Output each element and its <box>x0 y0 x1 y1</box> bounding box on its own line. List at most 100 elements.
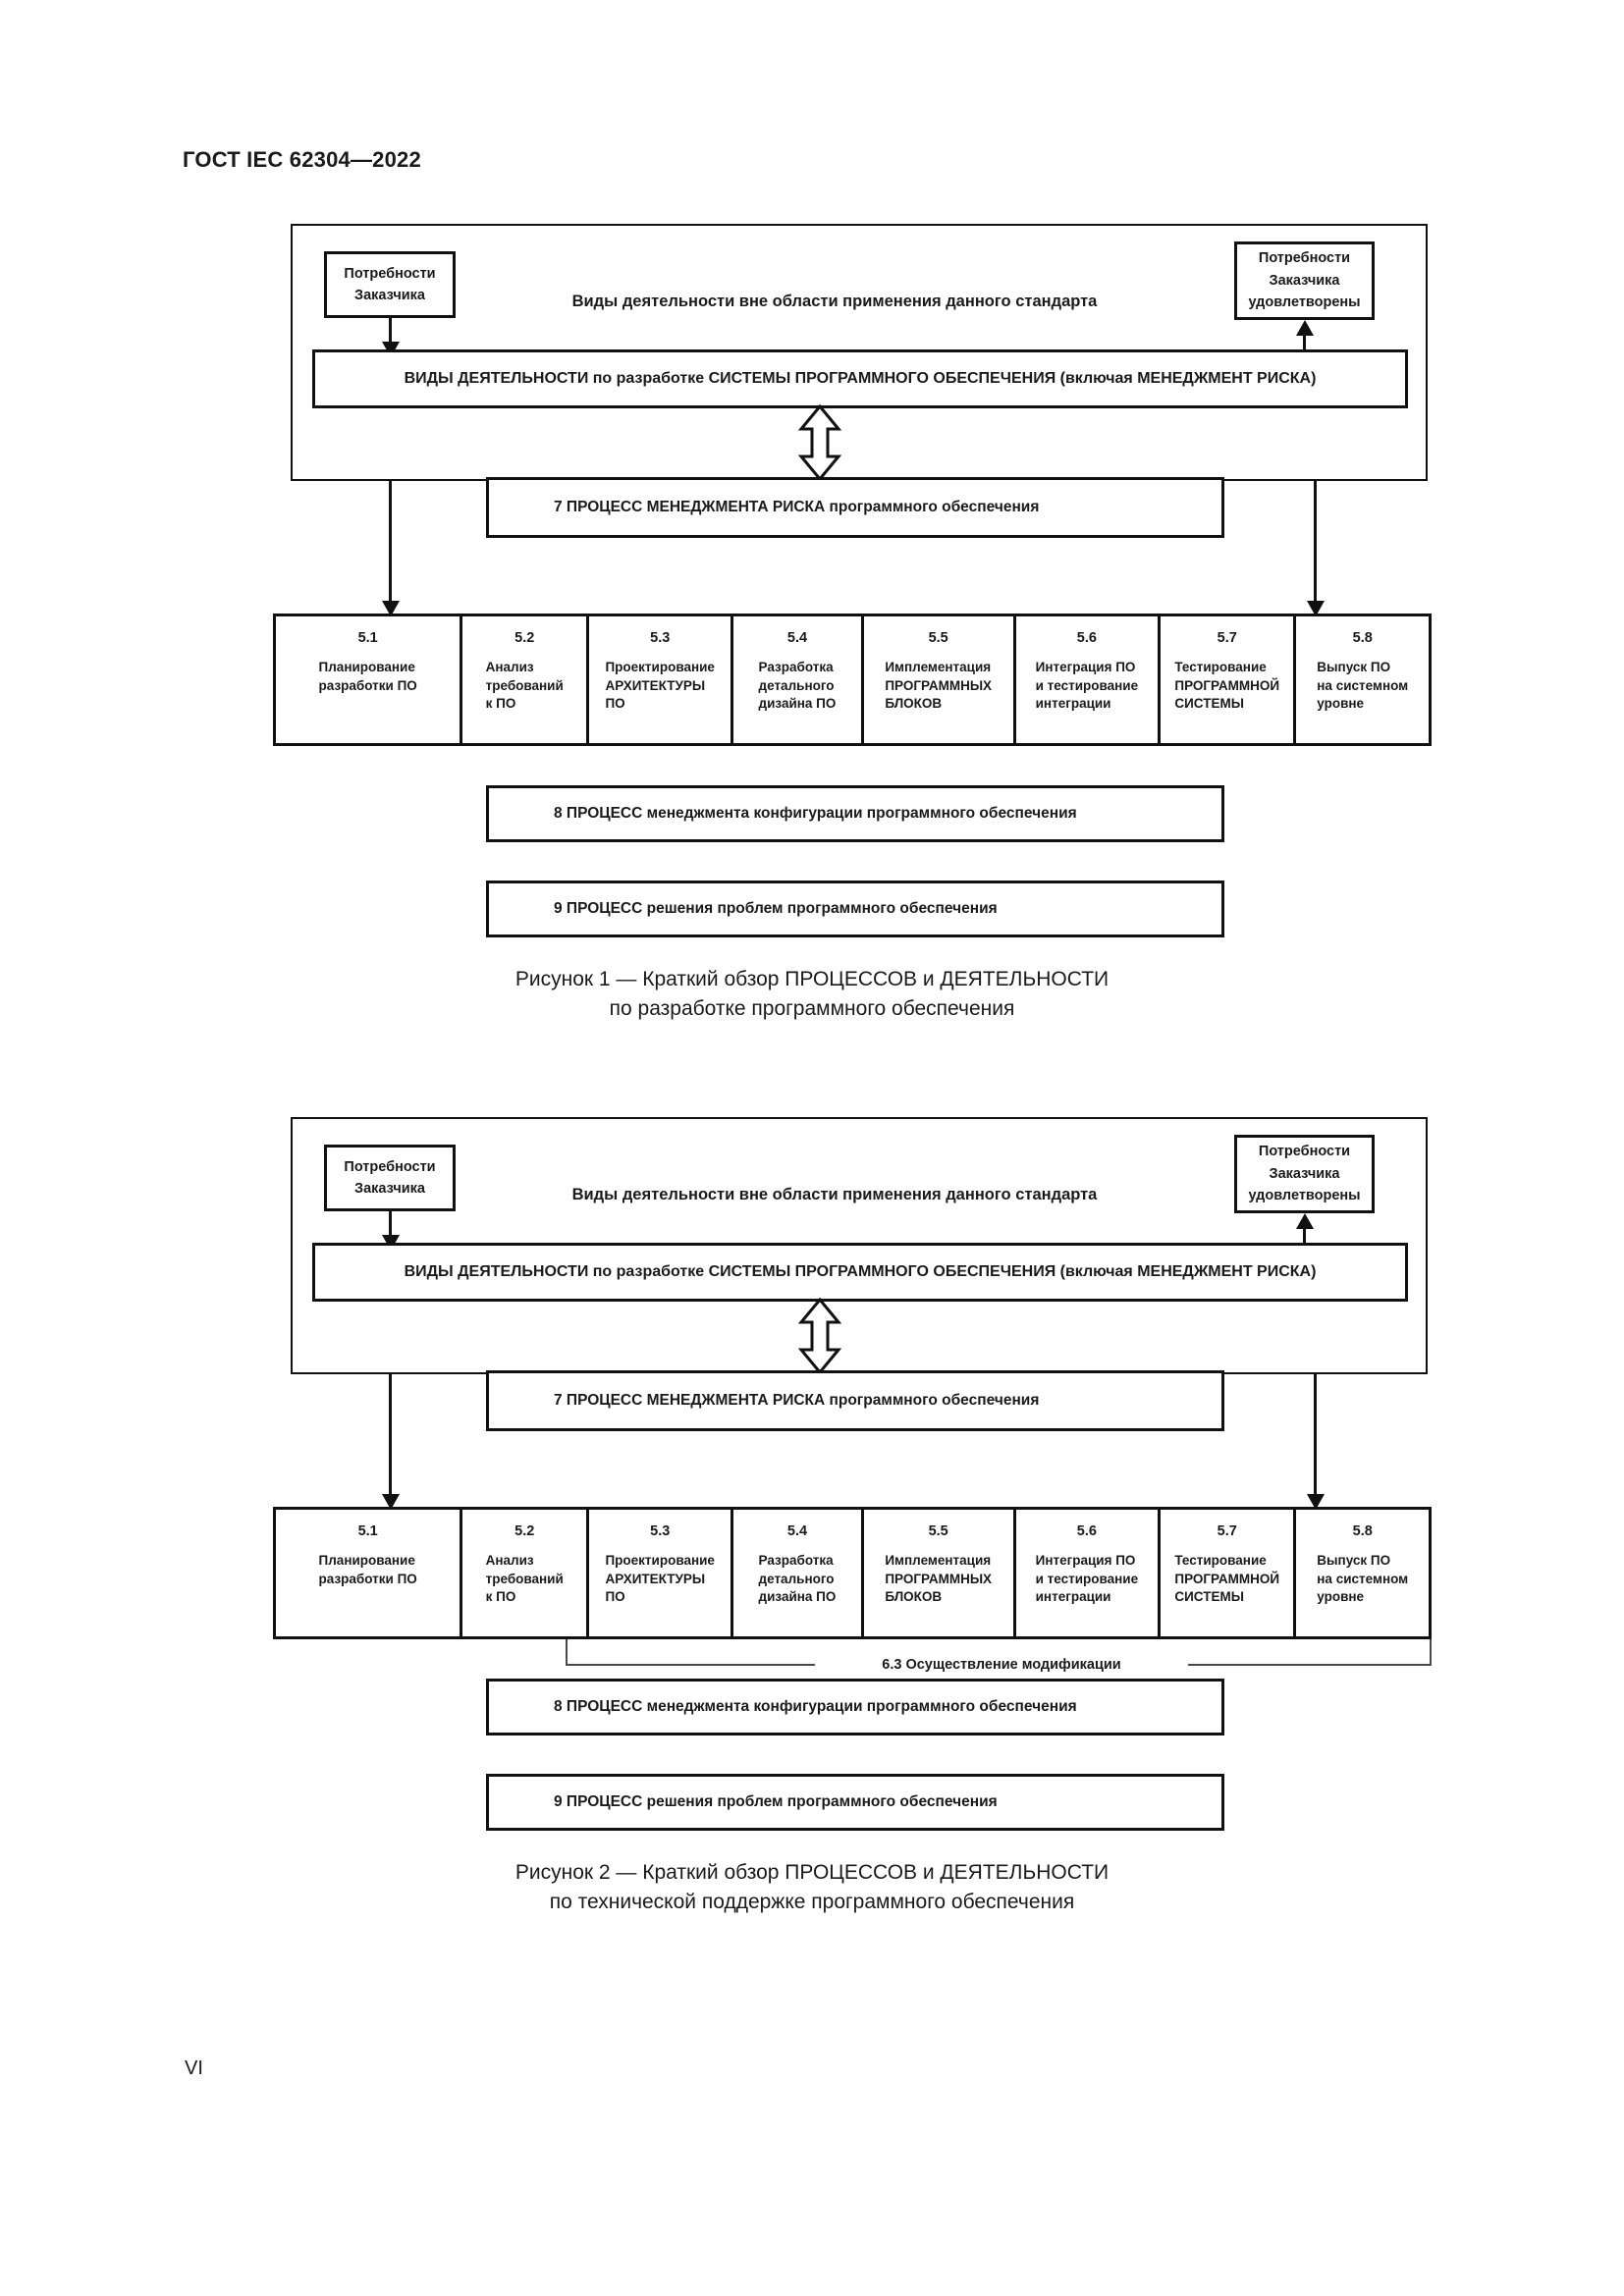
outside-scope-label: Виды деятельности вне области применения… <box>571 293 1098 311</box>
needs-in-line-1: Потребности <box>344 1158 436 1175</box>
figure-2: Потребности Заказчика Потребности Заказч… <box>0 893 1624 1973</box>
arrow-line-activities-to-satisfied <box>1303 324 1306 357</box>
figure-1-caption-line-1: Рисунок 1 — Краткий обзор ПРОЦЕССОВ и ДЕ… <box>514 968 1110 990</box>
modification-bracket-right-tick <box>1430 1639 1432 1665</box>
system-activities-bar-2: ВИДЫ ДЕЯТЕЛЬНОСТИ по разработке СИСТЕМЫ … <box>312 1243 1408 1302</box>
customer-needs-satisfied-box: Потребности Заказчика удовлетворены <box>1234 241 1375 320</box>
bidirectional-arrow-icon <box>798 404 841 481</box>
activity-cell-number: 5.1 <box>357 630 378 646</box>
page-title: ГОСТ IEC 62304—2022 <box>183 147 421 172</box>
needs-out-line-2: Заказчика <box>1269 1165 1340 1182</box>
page-number: VI <box>185 2057 203 2079</box>
needs-out-line-3: удовлетворены <box>1248 1188 1361 1204</box>
customer-needs-satisfied-box-2: Потребности Заказчика удовлетворены <box>1234 1135 1375 1213</box>
activity-cell-number: 5.2 <box>514 630 535 646</box>
figure-1-caption: Рисунок 1 — Краткий обзор ПРОЦЕССОВ и ДЕ… <box>0 965 1624 1025</box>
arrow-head-activities-to-satisfied-2 <box>1296 1213 1314 1229</box>
activity-cell-number: 5.3 <box>650 630 671 646</box>
customer-needs-input-box-2: Потребности Заказчика <box>324 1145 456 1211</box>
activity-cell-number: 5.8 <box>1352 1523 1373 1539</box>
needs-in-line-1: Потребности <box>344 265 436 282</box>
activity-cell-number: 5.4 <box>786 630 808 646</box>
needs-out-line-3: удовлетворены <box>1248 294 1361 311</box>
needs-out-line-2: Заказчика <box>1269 272 1340 289</box>
risk-management-process-box: 7 ПРОЦЕСС МЕНЕДЖМЕНТА РИСКА программного… <box>486 477 1224 538</box>
figure-1-caption-line-2: по разработке программного обеспечения <box>609 997 1015 1021</box>
modification-label: 6.3 Осуществление модификации <box>815 1652 1188 1678</box>
bidirectional-arrow-icon-2 <box>798 1298 841 1374</box>
activity-cell-number: 5.6 <box>1076 1523 1097 1539</box>
needs-out-line-1: Потребности <box>1258 1144 1351 1160</box>
configuration-management-process-box: 8 ПРОЦЕСС менеджмента конфигурации прогр… <box>486 785 1224 842</box>
figure-2-caption-line-2: по технической поддержке программного об… <box>549 1891 1075 1914</box>
arrow-head-right-to-activities-row <box>1307 601 1325 616</box>
activity-cell-number: 5.6 <box>1076 630 1097 646</box>
figure-2-caption-line-1: Рисунок 2 — Краткий обзор ПРОЦЕССОВ и ДЕ… <box>514 1861 1110 1884</box>
needs-in-line-2: Заказчика <box>354 1181 425 1197</box>
needs-out-line-1: Потребности <box>1258 250 1351 267</box>
activity-cell-number: 5.5 <box>928 630 948 646</box>
figure-2-caption: Рисунок 2 — Краткий обзор ПРОЦЕССОВ и ДЕ… <box>0 1858 1624 1918</box>
arrow-line-activities-to-satisfied-2 <box>1303 1217 1306 1251</box>
arrow-line-needs-to-activities-2 <box>389 1211 392 1243</box>
problem-resolution-process-box-2: 9 ПРОЦЕСС решения проблем программного о… <box>486 1774 1224 1831</box>
modification-bracket-left-tick <box>566 1639 568 1665</box>
outside-scope-label-2: Виды деятельности вне области применения… <box>571 1186 1098 1204</box>
activity-cell-number: 5.2 <box>514 1523 535 1539</box>
arrow-line-needs-to-activities <box>389 318 392 349</box>
arrow-line-right-to-activities-row-2 <box>1314 1374 1317 1502</box>
system-activities-bar: ВИДЫ ДЕЯТЕЛЬНОСТИ по разработке СИСТЕМЫ … <box>312 349 1408 408</box>
risk-management-process-box-2: 7 ПРОЦЕСС МЕНЕДЖМЕНТА РИСКА программного… <box>486 1370 1224 1431</box>
activity-cell-number: 5.5 <box>928 1523 948 1539</box>
activity-cell-number: 5.8 <box>1352 630 1373 646</box>
needs-in-line-2: Заказчика <box>354 288 425 303</box>
arrow-line-right-to-activities-row <box>1314 481 1317 609</box>
activity-cell-number: 5.7 <box>1217 1523 1237 1539</box>
activity-cell-number: 5.4 <box>786 1523 808 1539</box>
problem-resolution-process-box: 9 ПРОЦЕСС решения проблем программного о… <box>486 881 1224 937</box>
configuration-management-process-box-2: 8 ПРОЦЕСС менеджмента конфигурации прогр… <box>486 1679 1224 1735</box>
arrow-line-left-to-activities-row <box>389 481 392 609</box>
activity-cell-number: 5.3 <box>650 1523 671 1539</box>
activity-cell-number: 5.7 <box>1217 630 1237 646</box>
arrow-head-activities-to-satisfied <box>1296 320 1314 336</box>
figure-1: Потребности Заказчика Потребности Заказч… <box>0 0 1624 1041</box>
activity-cell-number: 5.1 <box>357 1523 378 1539</box>
arrow-head-right-to-activities-row-2 <box>1307 1494 1325 1510</box>
arrow-head-left-to-activities-row <box>382 601 400 616</box>
